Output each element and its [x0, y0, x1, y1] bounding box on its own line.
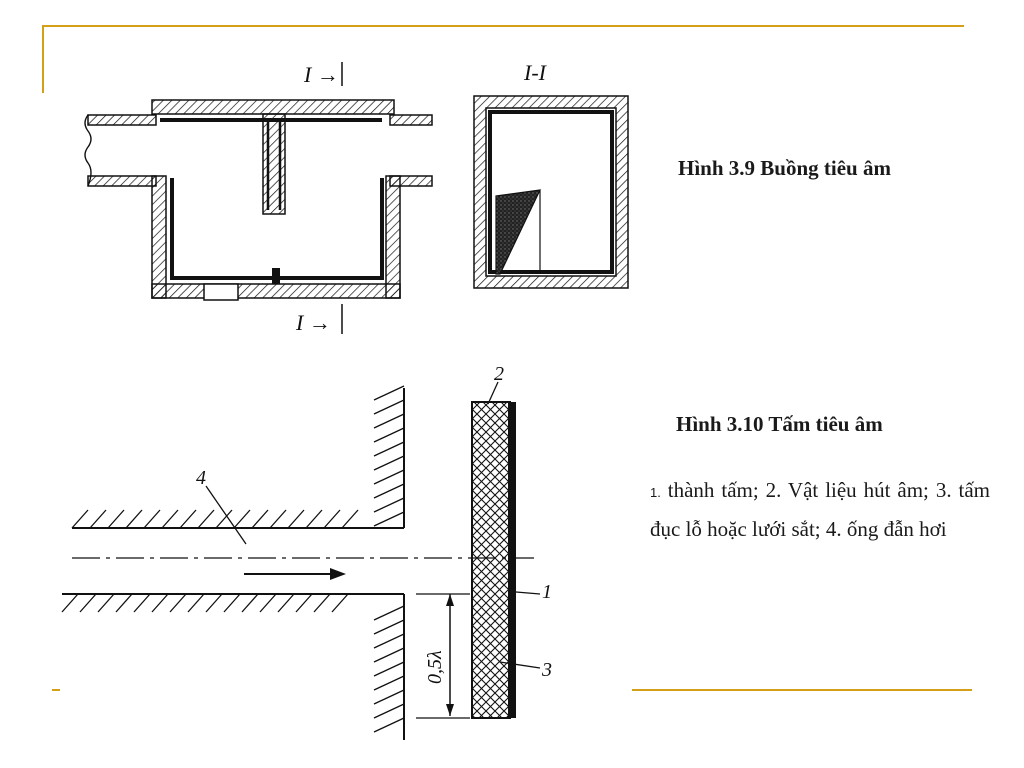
label-1: 1 [542, 581, 552, 603]
top-rule [42, 25, 964, 27]
figure-3-9-section-view: I-I [473, 60, 629, 289]
label-dimension: 0,5λ [424, 650, 446, 684]
figure-3-9-caption: Hình 3.9 Buồng tiêu âm [678, 156, 891, 180]
figure-3-9-chamber: I → I → [84, 62, 433, 335]
section-mark-bottom: I → [295, 310, 331, 335]
bottom-rule-right [632, 689, 972, 691]
label-4: 4 [196, 467, 206, 489]
legend-text: thành tấm; 2. Vật liệu hút âm; 3. tấm đụ… [650, 478, 990, 541]
label-3: 3 [541, 659, 552, 681]
figure-3-10-legend: 1. thành tấm; 2. Vật liệu hút âm; 3. tấm… [650, 472, 990, 547]
bottom-rule-left [52, 689, 60, 691]
label-2: 2 [494, 363, 504, 385]
figure-3-10-caption: Hình 3.10 Tấm tiêu âm [676, 412, 883, 436]
section-mark-top: I → [303, 62, 339, 87]
legend-number: 1. [650, 485, 661, 500]
figure-3-10-plate: 0,5λ 4 2 1 3 [61, 363, 552, 740]
left-rule [42, 25, 44, 93]
section-view-label: I-I [523, 60, 548, 85]
